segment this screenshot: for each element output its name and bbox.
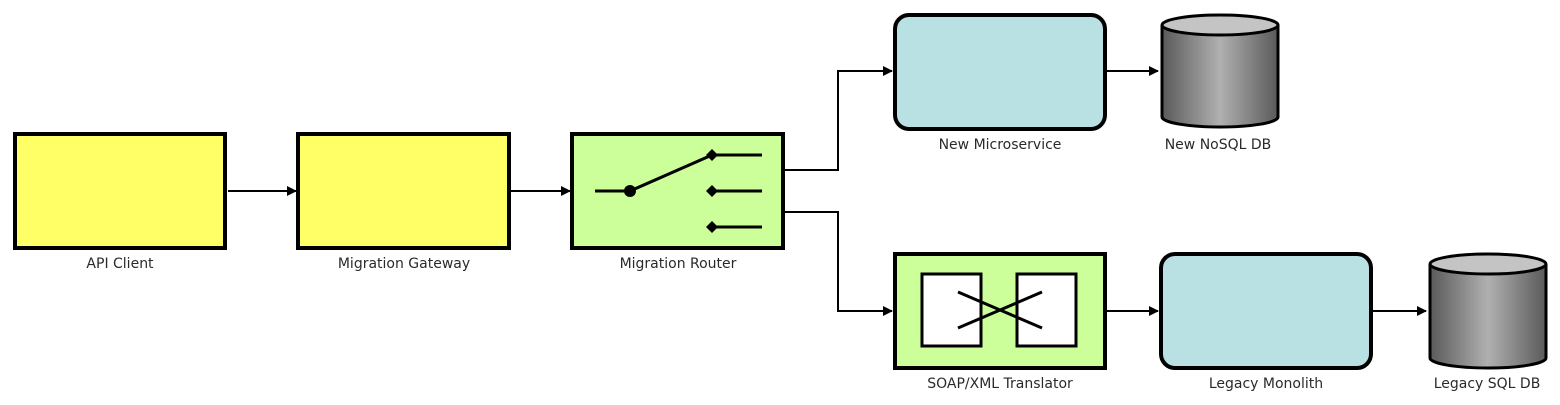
edge-router-to-microservice	[785, 66, 893, 171]
legacy-sql-db-label: Legacy SQL DB	[1434, 376, 1541, 392]
node-api-client[interactable]: API Client	[13, 132, 227, 272]
migration-router-label: Migration Router	[620, 256, 737, 272]
translator-icon	[920, 272, 1078, 348]
node-migration-router[interactable]: Migration Router	[570, 132, 785, 272]
node-soap-xml-translator[interactable]: SOAP/XML Translator	[893, 252, 1107, 392]
node-migration-gateway[interactable]: Migration Gateway	[296, 132, 511, 272]
translator-label: SOAP/XML Translator	[927, 376, 1073, 392]
edges	[228, 66, 1427, 316]
database-icon[interactable]	[1160, 13, 1280, 129]
legacy-monolith-box[interactable]	[1159, 252, 1373, 370]
new-microservice-label: New Microservice	[939, 137, 1062, 153]
new-nosql-db-label: New NoSQL DB	[1165, 137, 1272, 153]
api-client-box[interactable]	[13, 132, 227, 250]
edge-router-to-translator	[785, 211, 893, 316]
migration-gateway-box[interactable]	[296, 132, 511, 250]
switch-icon	[595, 149, 762, 233]
legacy-monolith-label: Legacy Monolith	[1209, 376, 1323, 392]
node-new-nosql-db[interactable]: New NoSQL DB	[1160, 13, 1280, 153]
database-icon[interactable]	[1428, 252, 1548, 370]
api-client-label: API Client	[86, 256, 154, 272]
node-legacy-sql-db[interactable]: Legacy SQL DB	[1428, 252, 1548, 392]
node-new-microservice[interactable]: New Microservice	[893, 13, 1107, 153]
node-legacy-monolith[interactable]: Legacy Monolith	[1159, 252, 1373, 392]
new-microservice-box[interactable]	[893, 13, 1107, 131]
migration-gateway-label: Migration Gateway	[338, 256, 470, 272]
